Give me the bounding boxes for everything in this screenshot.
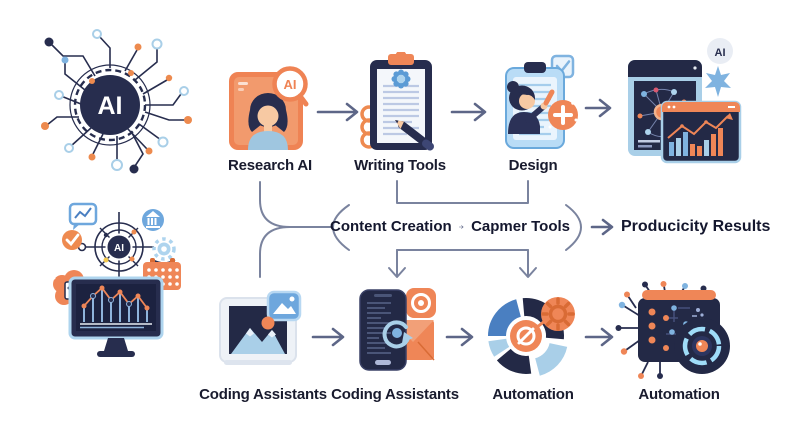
arrow-image-to-phone [311, 327, 345, 347]
ai-radar-label: AI [114, 243, 124, 254]
monitor-chart [68, 276, 164, 357]
photo-badge [266, 290, 302, 322]
research-ai-icon: AI [229, 66, 309, 150]
image-editor-icon [219, 290, 302, 365]
arrow-writing-to-design [450, 102, 487, 122]
ai-magnifier-badge: AI [272, 66, 309, 107]
circuit-lens-icon [615, 281, 730, 379]
designer-person [507, 81, 555, 134]
analytics-dashboard-illustration: AI [628, 38, 742, 164]
left-brace-connector [259, 181, 334, 278]
leaf-icon [705, 66, 731, 97]
label-design: Design [508, 157, 558, 174]
bars [669, 128, 723, 156]
ai-network-illustration: AI [41, 29, 192, 174]
flower-badge [391, 69, 411, 89]
arrow-research-to-writing [316, 102, 359, 122]
gear-badge [541, 297, 575, 331]
pill-content-creation: Content Creation [330, 218, 452, 235]
database-icon [142, 209, 164, 231]
arrow-pie-to-circuit [584, 327, 614, 347]
ai-radar: AI [77, 212, 154, 298]
top-bracket-connector [396, 180, 529, 204]
target-badge [406, 288, 436, 318]
arrow-phone-to-pie [445, 327, 474, 347]
svg-text:AI: AI [284, 77, 297, 92]
label-automation-1: Automation [492, 386, 574, 403]
label-automation-2: Automation [638, 386, 720, 403]
chart-bubble-icon [68, 202, 98, 230]
label-coding-assistants-1: Coding Assistants [199, 386, 327, 403]
label-coding-assistants-2: Coding Assistants [331, 386, 459, 403]
pill-arrow-icon [458, 224, 464, 229]
label-research-ai: Research AI [228, 157, 312, 174]
pill-arc-left [332, 204, 350, 251]
writing-tools-icon [360, 52, 434, 151]
arrow-pill-to-result [590, 218, 614, 236]
bottom-bracket-connector [388, 249, 537, 278]
pencil [395, 120, 434, 151]
arrow-design-to-results [584, 98, 612, 118]
bar-chart-window [660, 100, 742, 164]
ai-network-label: AI [98, 92, 123, 120]
pie-gear-icon [488, 297, 575, 376]
svg-text:AI: AI [715, 47, 726, 59]
lens [674, 318, 730, 374]
sync-arrow-icon [382, 320, 413, 349]
ai-monitor-illustration: AI [52, 202, 181, 357]
pill-capmer-tools: Capmer Tools [471, 218, 570, 235]
plus-badge [548, 100, 578, 130]
check-circle-icon [62, 230, 82, 250]
producicity-results-text: Producicity Results [621, 218, 771, 235]
gauge-center [510, 320, 542, 352]
label-writing-tools: Writing Tools [354, 157, 446, 174]
network-nodes [41, 29, 192, 174]
pill-arc-right [565, 204, 582, 251]
pill-center-flow: Content Creation Capmer Tools [330, 218, 570, 235]
mobile-app-icon [359, 288, 436, 371]
ai-badge: AI [707, 38, 733, 64]
design-icon [505, 54, 578, 149]
